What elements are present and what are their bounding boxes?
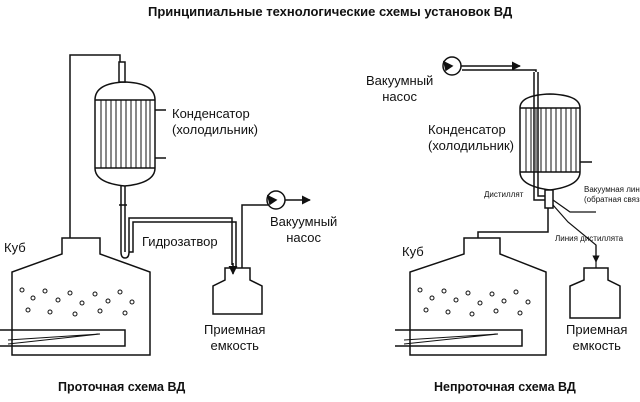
left-condenser-label: Конденсатор (холодильник) <box>172 106 258 138</box>
right-distillate-line-label: Линия дистиллята <box>555 234 624 243</box>
right-pump-label: Вакуумный насос <box>366 73 433 105</box>
left-pump-label-line1: Вакуумный <box>270 214 338 229</box>
left-pump-label-line2: насос <box>286 230 322 245</box>
left-condenser-label-line2: (холодильник) <box>172 122 258 137</box>
left-water-seal-label: Гидрозатвор <box>142 234 218 249</box>
right-scheme-caption: Непроточная схема ВД <box>434 380 576 394</box>
left-pump-label: Вакуумный насос <box>270 214 337 246</box>
left-receiver-label: Приемная емкость <box>204 322 265 354</box>
left-water-seal <box>119 186 237 268</box>
right-pump-label-line1: Вакуумный <box>366 73 434 88</box>
right-still <box>395 237 547 356</box>
right-vacuum-line-label-line2: (обратная связь) <box>584 195 640 204</box>
left-still <box>0 237 151 356</box>
right-vacuum-line-label-line1: Вакуумная линия <box>584 185 640 194</box>
right-condenser-label-line1: Конденсатор <box>428 122 506 137</box>
left-scheme-caption: Проточная схема ВД <box>58 380 186 394</box>
right-receiver-label-line2: емкость <box>572 338 621 353</box>
right-condenser-label: Конденсатор (холодильник) <box>428 122 514 154</box>
right-still-label: Куб <box>402 244 424 259</box>
left-receiver-label-line2: емкость <box>210 338 259 353</box>
left-still-bubbles <box>19 287 135 317</box>
right-vacuum-line-label: Вакуумная линия (обратная связь) <box>584 185 640 205</box>
right-lines <box>552 199 600 268</box>
left-condenser-label-line1: Конденсатор <box>172 106 250 121</box>
right-distillate-label: Дистиллят <box>484 190 524 199</box>
right-vapour-line <box>477 205 549 238</box>
left-receiver <box>212 263 263 315</box>
diagram-title: Принципиальные технологические схемы уст… <box>148 4 513 19</box>
right-condenser-label-line2: (холодильник) <box>428 138 514 153</box>
right-pump-label-line2: насос <box>382 89 418 104</box>
right-receiver <box>569 267 621 319</box>
left-condenser <box>94 61 166 187</box>
left-receiver-label-line1: Приемная <box>204 322 266 337</box>
right-receiver-label-line1: Приемная <box>566 322 628 337</box>
left-pump <box>241 190 311 268</box>
right-still-bubbles <box>417 287 531 317</box>
left-still-label: Куб <box>4 240 26 255</box>
right-condenser <box>519 72 592 209</box>
right-pump <box>442 56 537 76</box>
right-receiver-label: Приемная емкость <box>566 322 627 354</box>
